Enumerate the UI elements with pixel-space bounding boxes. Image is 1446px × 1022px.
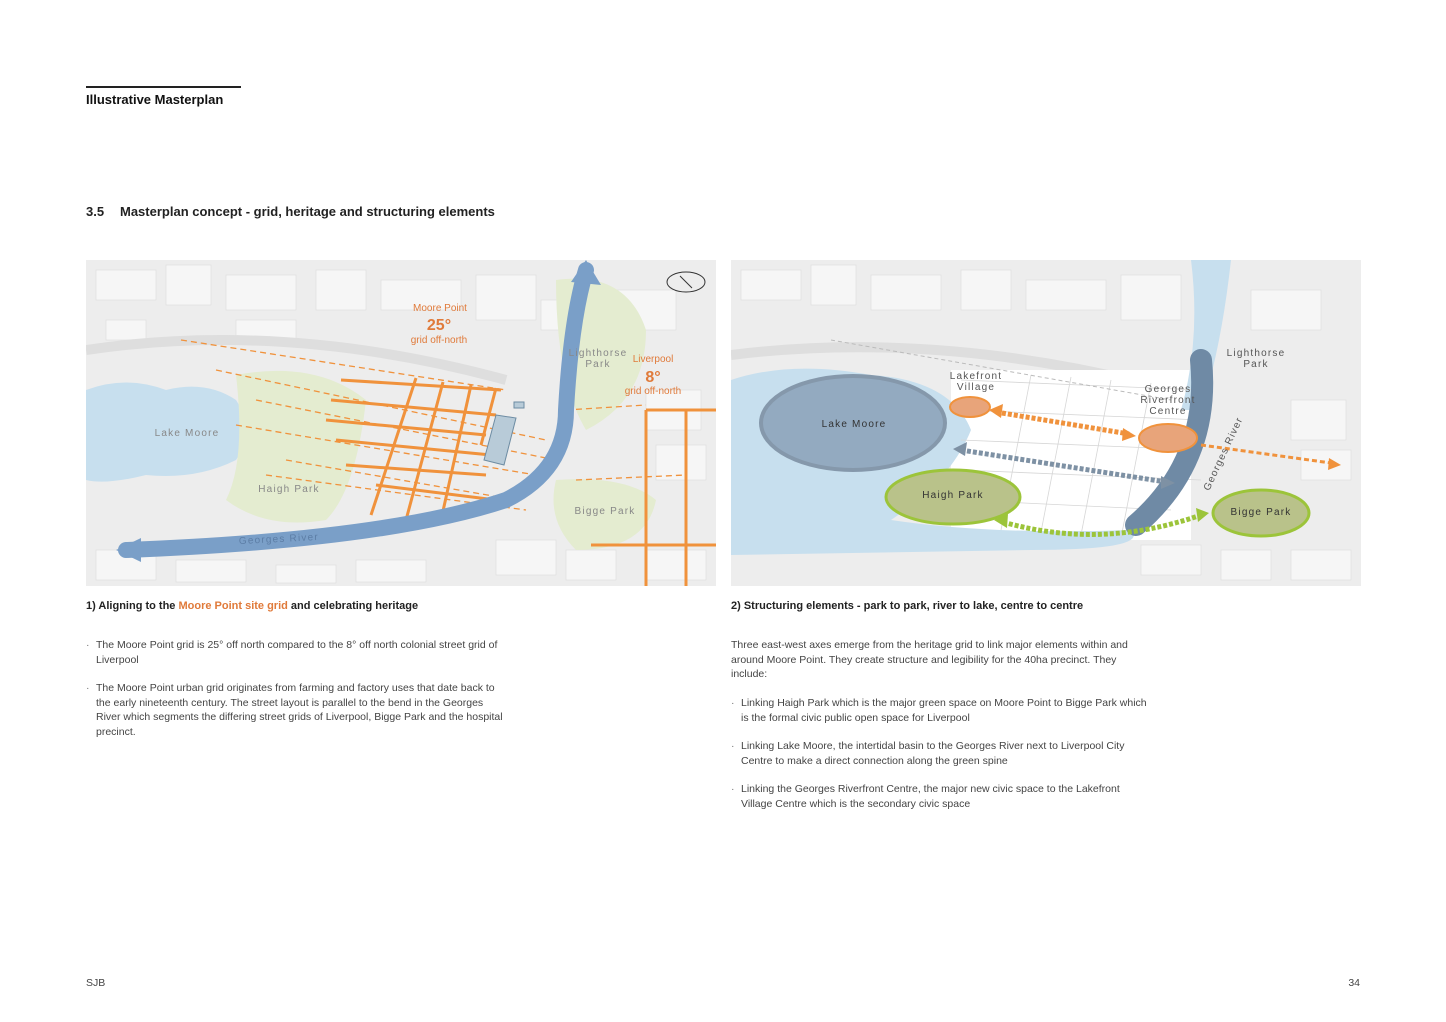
moore-point-grid bbox=[325, 377, 716, 586]
centre-to-centre-axis bbox=[989, 404, 1341, 470]
haigh-park-ellipse bbox=[884, 468, 1022, 526]
list-item: The Moore Point urban grid originates fr… bbox=[86, 681, 506, 739]
building-blocks bbox=[95, 264, 707, 584]
list-item: The Moore Point grid is 25° off north co… bbox=[86, 638, 506, 667]
caption-1-highlight: Moore Point site grid bbox=[178, 600, 288, 612]
label-lighthorse: Lighthorse bbox=[1227, 348, 1286, 359]
label-liverpool: Liverpool bbox=[633, 354, 674, 365]
map-2-intro: Three east-west axes emerge from the her… bbox=[731, 639, 1128, 680]
list-item: Linking Haigh Park which is the major gr… bbox=[731, 696, 1151, 725]
label-lighthorse: Lighthorse bbox=[569, 348, 628, 359]
grid-alignment-map: Moore Point 25° grid off-north Liverpool… bbox=[86, 260, 716, 586]
compass-icon bbox=[666, 271, 706, 293]
georges-river-band bbox=[1125, 349, 1214, 536]
park-to-park-axis bbox=[994, 508, 1209, 537]
lakefront-village-ellipse bbox=[949, 396, 991, 418]
label-haigh-park: Haigh Park bbox=[258, 484, 319, 495]
label-lighthorse-park: Park bbox=[585, 359, 610, 370]
label-haigh-park: Haigh Park bbox=[922, 490, 983, 501]
list-item: Linking the Georges Riverfront Centre, t… bbox=[731, 782, 1151, 811]
label-lake-moore: Lake Moore bbox=[822, 419, 887, 430]
section-heading: 3.5 Masterplan concept - grid, heritage a… bbox=[86, 204, 495, 219]
header-rule bbox=[86, 86, 241, 88]
map-2-bullet-list: Linking Haigh Park which is the major gr… bbox=[731, 696, 1151, 825]
georges-river bbox=[118, 262, 594, 558]
label-riverfront: Riverfront bbox=[1140, 395, 1195, 406]
label-georges: Georges bbox=[1145, 384, 1192, 395]
caption-1-suffix: and celebrating heritage bbox=[287, 600, 419, 612]
bigge-park-ellipse bbox=[1211, 488, 1311, 538]
road bbox=[86, 335, 508, 385]
lake-area bbox=[86, 382, 246, 482]
building-blocks bbox=[740, 264, 1352, 581]
label-georges-river: Georges River bbox=[239, 532, 320, 547]
section-title: Masterplan concept - grid, heritage and … bbox=[120, 204, 495, 219]
page-title: Illustrative Masterplan bbox=[86, 92, 224, 107]
page-number: 34 bbox=[1348, 977, 1360, 989]
label-angle-25: 25° bbox=[427, 317, 451, 334]
label-lighthorse-park: Park bbox=[1243, 359, 1268, 370]
structuring-elements-map: Lakefront Village Georges Riverfront Cen… bbox=[731, 260, 1361, 586]
label-bigge-park: Bigge Park bbox=[1231, 507, 1292, 518]
label-village: Village bbox=[957, 382, 995, 393]
label-lake-moore: Lake Moore bbox=[155, 428, 220, 439]
label-grid-off-north-1: grid off-north bbox=[411, 335, 468, 346]
lake-to-river-axis bbox=[953, 442, 1175, 489]
label-moore-point: Moore Point bbox=[413, 303, 467, 314]
bigge-park-area bbox=[553, 479, 656, 550]
caption-1-prefix: 1) Aligning to the bbox=[86, 600, 179, 612]
list-item: Linking Lake Moore, the intertidal basin… bbox=[731, 739, 1151, 768]
river-arrow-north bbox=[571, 260, 601, 285]
river-arrow-west bbox=[116, 538, 141, 562]
haigh-park-area bbox=[226, 370, 366, 523]
heritage-building bbox=[483, 401, 525, 466]
footer-company: SJB bbox=[86, 977, 106, 989]
label-grid-off-north-2: grid off-north bbox=[625, 386, 682, 397]
georges-riverfront-centre-ellipse bbox=[1138, 423, 1198, 453]
caption-map-1: 1) Aligning to the Moore Point site grid… bbox=[86, 600, 418, 612]
section-number: 3.5 bbox=[86, 204, 105, 219]
axis-guide bbox=[830, 339, 1172, 401]
caption-map-2: 2) Structuring elements - park to park, … bbox=[731, 600, 1084, 612]
label-angle-8: 8° bbox=[645, 369, 660, 386]
label-centre: Centre bbox=[1149, 406, 1186, 417]
lake-moore-ellipse bbox=[759, 374, 947, 472]
map-1-bullet-list: The Moore Point grid is 25° off north co… bbox=[86, 638, 506, 753]
label-lakefront: Lakefront bbox=[950, 371, 1003, 382]
label-bigge-park: Bigge Park bbox=[575, 506, 636, 517]
